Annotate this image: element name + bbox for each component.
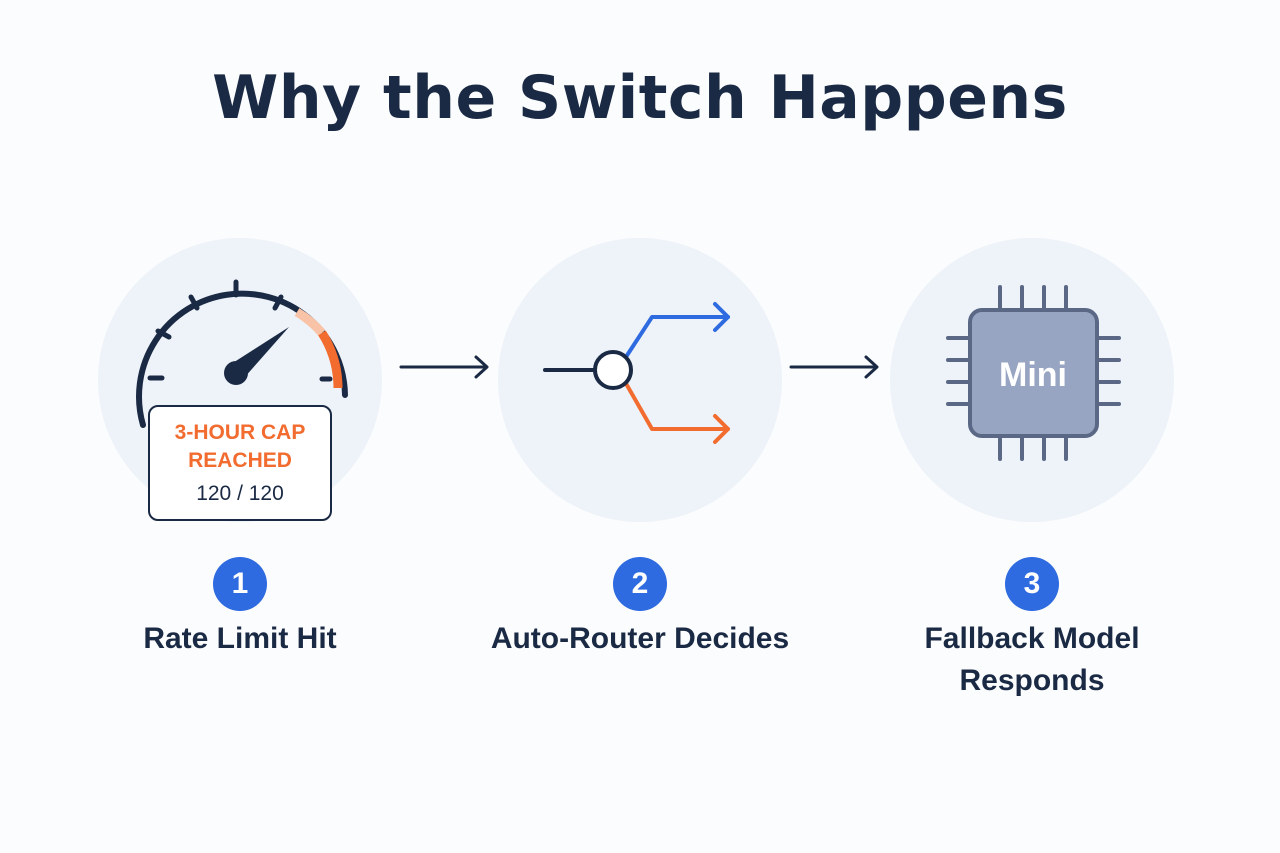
branching-router-icon [543, 302, 730, 444]
cap-badge-line-2: REACHED [188, 449, 292, 472]
step-label-1: Rate Limit Hit [143, 622, 337, 655]
chip-label: Mini [999, 356, 1067, 394]
arrow-right-icon [789, 355, 879, 379]
step-number-3: 3 [1005, 557, 1059, 611]
arrow-right-icon [399, 355, 489, 379]
microchip-icon: Mini [946, 285, 1121, 461]
cap-badge-count: 120 / 120 [196, 482, 284, 505]
step-number-2: 2 [613, 557, 667, 611]
step-number-1: 1 [213, 557, 267, 611]
speedometer-gauge-icon [136, 279, 348, 428]
page-title: Why the Switch Happens [212, 63, 1068, 133]
cap-badge-line-1: 3-HOUR CAP [174, 421, 306, 444]
step-label-2: Auto-Router Decides [490, 622, 790, 655]
step-fallback-model: Mini 3 Fallback Model Responds [882, 220, 1182, 720]
step-2-background-circle [498, 238, 782, 522]
step-rate-limit: 3-HOUR CAP REACHED 120 / 120 1 Rate Limi… [90, 220, 390, 720]
step-label-3: Fallback Model Responds [924, 622, 1140, 697]
cap-reached-badge: 3-HOUR CAP REACHED 120 / 120 [148, 405, 332, 521]
step-auto-router: 2 Auto-Router Decides [490, 220, 790, 720]
